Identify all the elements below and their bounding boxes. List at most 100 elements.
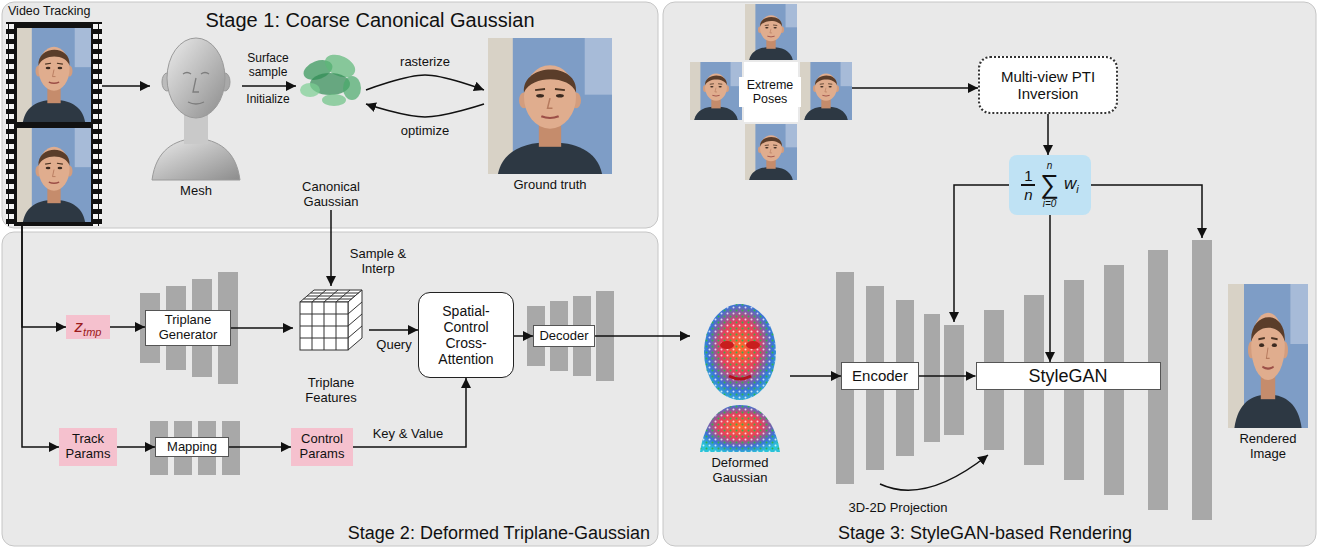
connector-arrow bbox=[242, 85, 296, 87]
mesh-shoulders bbox=[152, 138, 240, 180]
node-label: Ground truth bbox=[484, 178, 616, 193]
splat-shoulders bbox=[700, 405, 780, 452]
gaussian-figure: Deformed Gaussian bbox=[690, 288, 790, 486]
edge-label: Sample & Interp bbox=[346, 247, 410, 277]
connector-arrow bbox=[852, 87, 978, 89]
canonical-gaussian-blob bbox=[300, 50, 361, 106]
module-box: Decoder bbox=[533, 325, 595, 347]
node-label: 1 bbox=[1024, 168, 1032, 184]
pose-image bbox=[745, 124, 797, 180]
node-label: Rendered Image bbox=[1224, 432, 1312, 462]
title-holder: Stage 3: StyleGAN-based Rendering bbox=[838, 523, 1132, 544]
node-label: Multi-view PTI Inversion bbox=[985, 68, 1111, 103]
splat-dots bbox=[704, 304, 776, 400]
stage-panel: Stage 3: StyleGAN-based Rendering Extreme… bbox=[663, 2, 1316, 546]
annotation-label: 3D-2D Projection bbox=[847, 501, 950, 516]
generator-bars bbox=[140, 272, 238, 384]
label-holder: Initialize bbox=[244, 93, 291, 107]
connector-arrow bbox=[102, 85, 150, 87]
panel-ground bbox=[2, 2, 658, 228]
node-label: Control Params bbox=[296, 432, 348, 462]
stage-panel: Stage 1: Coarse Canonical Gaussian Video … bbox=[2, 2, 658, 228]
node-label: z bbox=[75, 317, 84, 336]
panel-ground bbox=[663, 2, 1316, 546]
module-box: Mapping bbox=[155, 437, 229, 458]
figure-label: Video Tracking bbox=[8, 4, 102, 19]
layer-bar bbox=[924, 314, 940, 442]
rendered-image bbox=[1228, 284, 1308, 428]
panel-title: Stage 2: Deformed Triplane-Gaussian bbox=[348, 523, 650, 544]
panel-title: Stage 3: StyleGAN-based Rendering bbox=[838, 523, 1132, 544]
annotation-label: Initialize bbox=[244, 93, 291, 107]
image-figure: Ground truth bbox=[484, 36, 616, 193]
node-label: Canonical Gaussian bbox=[296, 180, 366, 210]
pose-figure: Extreme Poses bbox=[688, 4, 852, 180]
stylegan-box: StyleGAN bbox=[976, 362, 1161, 390]
splat-mouth bbox=[729, 376, 751, 379]
mesh-figure: Mesh bbox=[150, 30, 242, 199]
label-holder: 3D-2D Projection bbox=[847, 501, 950, 516]
param-box: Track Params bbox=[59, 428, 117, 466]
panel-ground bbox=[2, 232, 658, 546]
node-label: w bbox=[1064, 174, 1076, 193]
label-holder: Key & Value bbox=[371, 427, 446, 442]
video-frame bbox=[17, 28, 91, 122]
connector-arrow bbox=[330, 210, 332, 286]
pose-image bbox=[800, 62, 852, 120]
node-label: Deformed Gaussian bbox=[690, 456, 790, 486]
gaussian-figure: Canonical Gaussian bbox=[296, 50, 366, 210]
connector-arrow bbox=[231, 327, 293, 329]
formula-part: wi bbox=[1064, 175, 1079, 195]
label-holder: Query bbox=[374, 338, 413, 353]
deformed-gaussian-head bbox=[700, 304, 780, 452]
title-holder: Stage 1: Coarse Canonical Gaussian bbox=[205, 9, 534, 32]
connector-arrow bbox=[790, 375, 841, 377]
connector-arrow bbox=[366, 75, 484, 90]
style-line bbox=[1091, 185, 1202, 238]
edge-label: Key & Value bbox=[371, 427, 446, 442]
connector-arrow bbox=[919, 375, 976, 377]
title-holder: Stage 2: Deformed Triplane-Gaussian bbox=[348, 523, 650, 544]
image-figure: Rendered Image bbox=[1224, 282, 1312, 462]
panel-title: Stage 1: Coarse Canonical Gaussian bbox=[205, 9, 534, 32]
splat-eye bbox=[720, 341, 734, 349]
node-label: Mesh bbox=[150, 184, 242, 199]
node-label: ∑ bbox=[1040, 171, 1059, 198]
node-label: tmp bbox=[83, 326, 101, 338]
extreme-pose-images bbox=[690, 4, 852, 180]
node-label: Triplane Features bbox=[293, 376, 369, 406]
ground-truth-image bbox=[488, 38, 612, 174]
formula-part: n∑i=0 bbox=[1040, 161, 1059, 209]
node-label: n bbox=[1047, 161, 1053, 172]
edge-label: optimize bbox=[399, 124, 451, 139]
splat-dots bbox=[700, 405, 780, 452]
film-base bbox=[6, 22, 102, 226]
node-label: Triplane Generator bbox=[151, 313, 225, 343]
edge-label: Query bbox=[374, 338, 413, 353]
encoder-bars bbox=[836, 272, 940, 484]
layer-bar bbox=[944, 325, 964, 435]
video-frame bbox=[17, 128, 91, 222]
gaussian-splat bbox=[343, 76, 361, 100]
node-label: StyleGAN bbox=[1028, 366, 1107, 387]
video-strip: Video Tracking bbox=[6, 4, 102, 226]
mesh-features bbox=[183, 73, 209, 105]
node-label: i bbox=[1076, 183, 1078, 195]
connector-arrow bbox=[353, 378, 466, 447]
edge-label: Surface sample bbox=[241, 52, 295, 80]
mesh-illustration bbox=[152, 38, 240, 180]
node-label: n bbox=[1024, 187, 1032, 203]
node-label: Extreme Poses bbox=[739, 77, 801, 108]
latent-box: ztmp bbox=[66, 315, 110, 339]
formula-part: 1n bbox=[1021, 168, 1035, 203]
inversion-box: Multi-view PTI Inversion bbox=[978, 56, 1118, 114]
node-label: Encoder bbox=[852, 367, 908, 384]
style-injection-lines bbox=[880, 185, 1202, 490]
connector-arrow bbox=[110, 326, 145, 328]
film-strip bbox=[6, 22, 102, 226]
splat-head bbox=[704, 304, 776, 400]
